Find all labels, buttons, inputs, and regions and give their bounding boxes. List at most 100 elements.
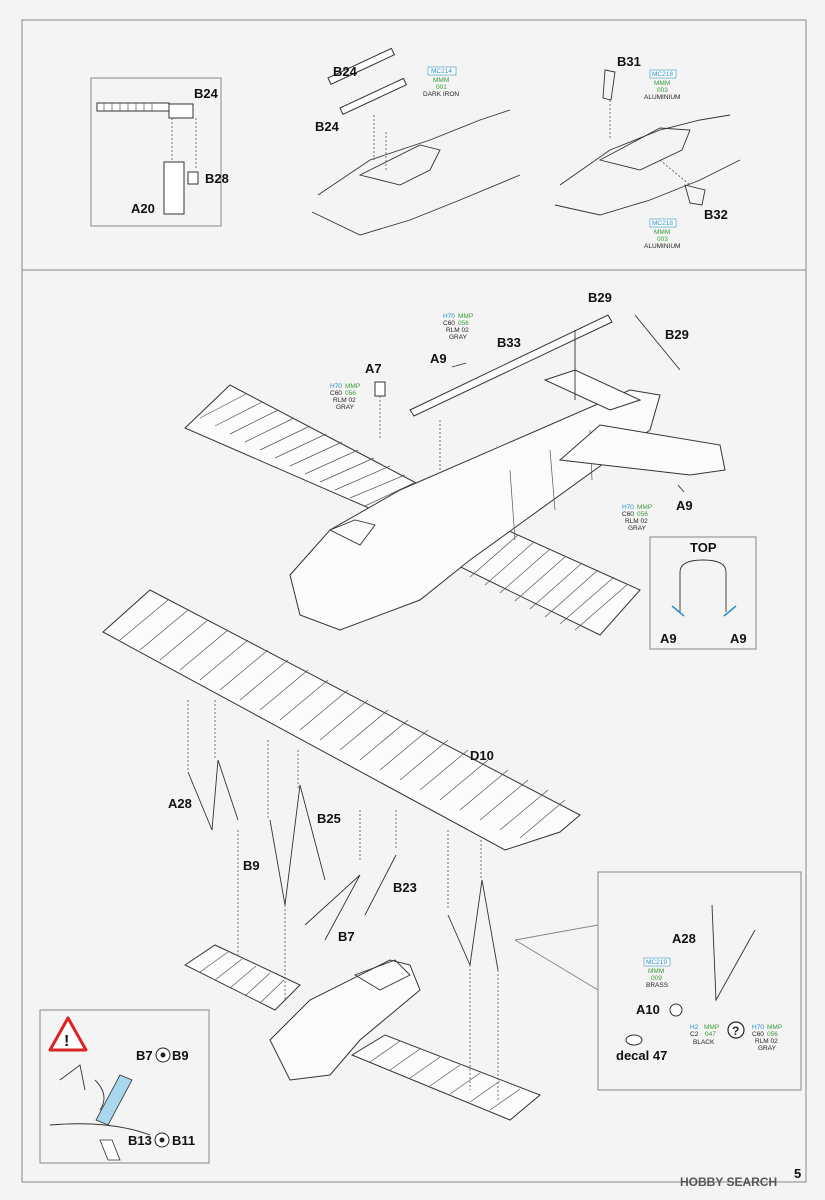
- svg-text:MC219: MC219: [646, 959, 667, 966]
- svg-text:H70: H70: [443, 313, 455, 320]
- svg-text:GRAY: GRAY: [336, 404, 355, 411]
- svg-text:MC214: MC214: [431, 68, 452, 75]
- warning-b9: B9: [172, 1048, 189, 1063]
- step3-lower-airframe: [184, 830, 541, 1121]
- label-b23: B23: [393, 880, 417, 895]
- step2-lower-wing-assembly: B29 B29 B33 A9 A7 A9 H70 MMP C60 056 RLM…: [184, 290, 726, 636]
- label-a9-upper: A9: [430, 351, 447, 366]
- svg-text:RLM 02: RLM 02: [755, 1038, 778, 1045]
- label-b33: B33: [497, 335, 521, 350]
- svg-text:C2: C2: [690, 1031, 699, 1038]
- step3-struts: A28 B25 B9 B23 B7: [168, 700, 499, 971]
- top-view-a9-right: A9: [730, 631, 747, 646]
- label-b24-upper: B24: [333, 64, 358, 79]
- label-b29-right: B29: [665, 327, 689, 342]
- svg-text:MMP: MMP: [637, 504, 652, 511]
- paint-callout-brass: MC219 MMM 009 BRASS: [643, 957, 671, 989]
- step1-inset-box: B24 B28 A20: [90, 77, 229, 227]
- svg-text:056: 056: [637, 511, 648, 518]
- svg-text:ALUMINIUM: ALUMINIUM: [644, 243, 680, 250]
- step1-guns: B24 B24 MC214 MMM 001 DARK IRON: [311, 47, 521, 236]
- paint-callout-rlm02-a9-lower: H70 MMP C60 056 RLM 02 GRAY: [622, 504, 652, 532]
- svg-text:GRAY: GRAY: [628, 525, 647, 532]
- label-a20: A20: [131, 201, 155, 216]
- top-view-box: TOP A9 A9: [649, 536, 757, 650]
- step1-cowl: B31 B32 MC218 MMM 003 ALUMINIUM MC218 MM…: [554, 54, 741, 250]
- label-a9-lower: A9: [676, 498, 693, 513]
- detail-label-a10: A10: [636, 1002, 660, 1017]
- svg-text:H70: H70: [622, 504, 634, 511]
- svg-text:009: 009: [651, 975, 662, 982]
- strut-detail-box: A28 A10 decal 47 MC219 MMM 009 BRASS H2 …: [514, 871, 802, 1091]
- label-b29-top: B29: [588, 290, 612, 305]
- paint-callout-aluminium-top: MC218 MMM 003 ALUMINIUM: [644, 69, 680, 101]
- paint-callout-rlm02-detail: H70 MMP C60 056 RLM 02 GRAY: [752, 1024, 782, 1052]
- svg-text:MMM: MMM: [648, 968, 664, 975]
- label-b25: B25: [317, 811, 341, 826]
- svg-text:MC218: MC218: [652, 71, 673, 78]
- svg-text:MMP: MMP: [458, 313, 473, 320]
- svg-text:C60: C60: [330, 390, 342, 397]
- svg-text:H70: H70: [752, 1024, 764, 1031]
- svg-text:H2: H2: [690, 1024, 699, 1031]
- label-b24-lower: B24: [315, 119, 340, 134]
- label-b31: B31: [617, 54, 641, 69]
- top-view-a9-left: A9: [660, 631, 677, 646]
- detail-label-a28: A28: [672, 931, 696, 946]
- svg-text:003: 003: [657, 236, 668, 243]
- label-d10: D10: [470, 748, 494, 763]
- label-a28: A28: [168, 796, 192, 811]
- page-number: 5: [794, 1166, 801, 1181]
- svg-text:RLM 02: RLM 02: [625, 518, 648, 525]
- warning-b13: B13: [128, 1133, 152, 1148]
- svg-text:MMP: MMP: [767, 1024, 782, 1031]
- svg-text:003: 003: [657, 87, 668, 94]
- svg-text:MMP: MMP: [704, 1024, 719, 1031]
- warning-b11: B11: [172, 1133, 195, 1148]
- label-b28: B28: [205, 171, 229, 186]
- paint-callout-aluminium-bottom: MC218 MMM 003 ALUMINIUM: [644, 218, 680, 250]
- svg-text:001: 001: [436, 84, 447, 91]
- paint-callout-dark-iron: MC214 MMM 001 DARK IRON: [423, 66, 459, 98]
- svg-text:GRAY: GRAY: [758, 1045, 777, 1052]
- svg-text:C60: C60: [752, 1031, 764, 1038]
- svg-text:C60: C60: [443, 320, 455, 327]
- svg-text:DARK IRON: DARK IRON: [423, 91, 459, 98]
- paint-callout-black: H2 MMP C2 047 BLACK: [690, 1024, 719, 1046]
- svg-text:056: 056: [345, 390, 356, 397]
- step3-upper-wing: D10: [102, 589, 581, 851]
- warning-icon: !: [48, 1016, 88, 1052]
- warning-box: ! B7 B9 B13 B11: [39, 1009, 210, 1164]
- label-b7: B7: [338, 929, 355, 944]
- svg-text:C60: C60: [622, 511, 634, 518]
- detail-label-decal-47: decal 47: [616, 1048, 667, 1063]
- label-a7: A7: [365, 361, 382, 376]
- question-mark-icon: ?: [727, 1021, 745, 1039]
- svg-text:047: 047: [705, 1031, 716, 1038]
- warning-b7: B7: [136, 1048, 153, 1063]
- svg-text:BLACK: BLACK: [693, 1039, 715, 1046]
- svg-text:RLM 02: RLM 02: [333, 397, 356, 404]
- svg-text:MC218: MC218: [652, 220, 673, 227]
- svg-text:!: !: [64, 1033, 69, 1050]
- svg-text:056: 056: [767, 1031, 778, 1038]
- label-b24-inset: B24: [194, 86, 219, 101]
- label-b9: B9: [243, 858, 260, 873]
- paint-callout-rlm02-a9: H70 MMP C60 056 RLM 02 GRAY: [443, 313, 473, 341]
- svg-text:?: ?: [732, 1024, 739, 1038]
- svg-text:BRASS: BRASS: [646, 982, 669, 989]
- label-b32: B32: [704, 207, 728, 222]
- svg-text:MMM: MMM: [654, 229, 670, 236]
- page-border: [21, 19, 807, 1183]
- svg-text:MMP: MMP: [345, 383, 360, 390]
- watermark: HOBBY SEARCH: [680, 1175, 777, 1189]
- svg-text:056: 056: [458, 320, 469, 327]
- top-view-title: TOP: [690, 540, 717, 555]
- svg-text:ALUMINIUM: ALUMINIUM: [644, 94, 680, 101]
- svg-text:MMM: MMM: [433, 77, 449, 84]
- svg-text:MMM: MMM: [654, 80, 670, 87]
- svg-text:RLM 02: RLM 02: [446, 327, 469, 334]
- paint-callout-rlm02-a7: H70 MMP C60 056 RLM 02 GRAY: [330, 383, 360, 411]
- svg-text:H70: H70: [330, 383, 342, 390]
